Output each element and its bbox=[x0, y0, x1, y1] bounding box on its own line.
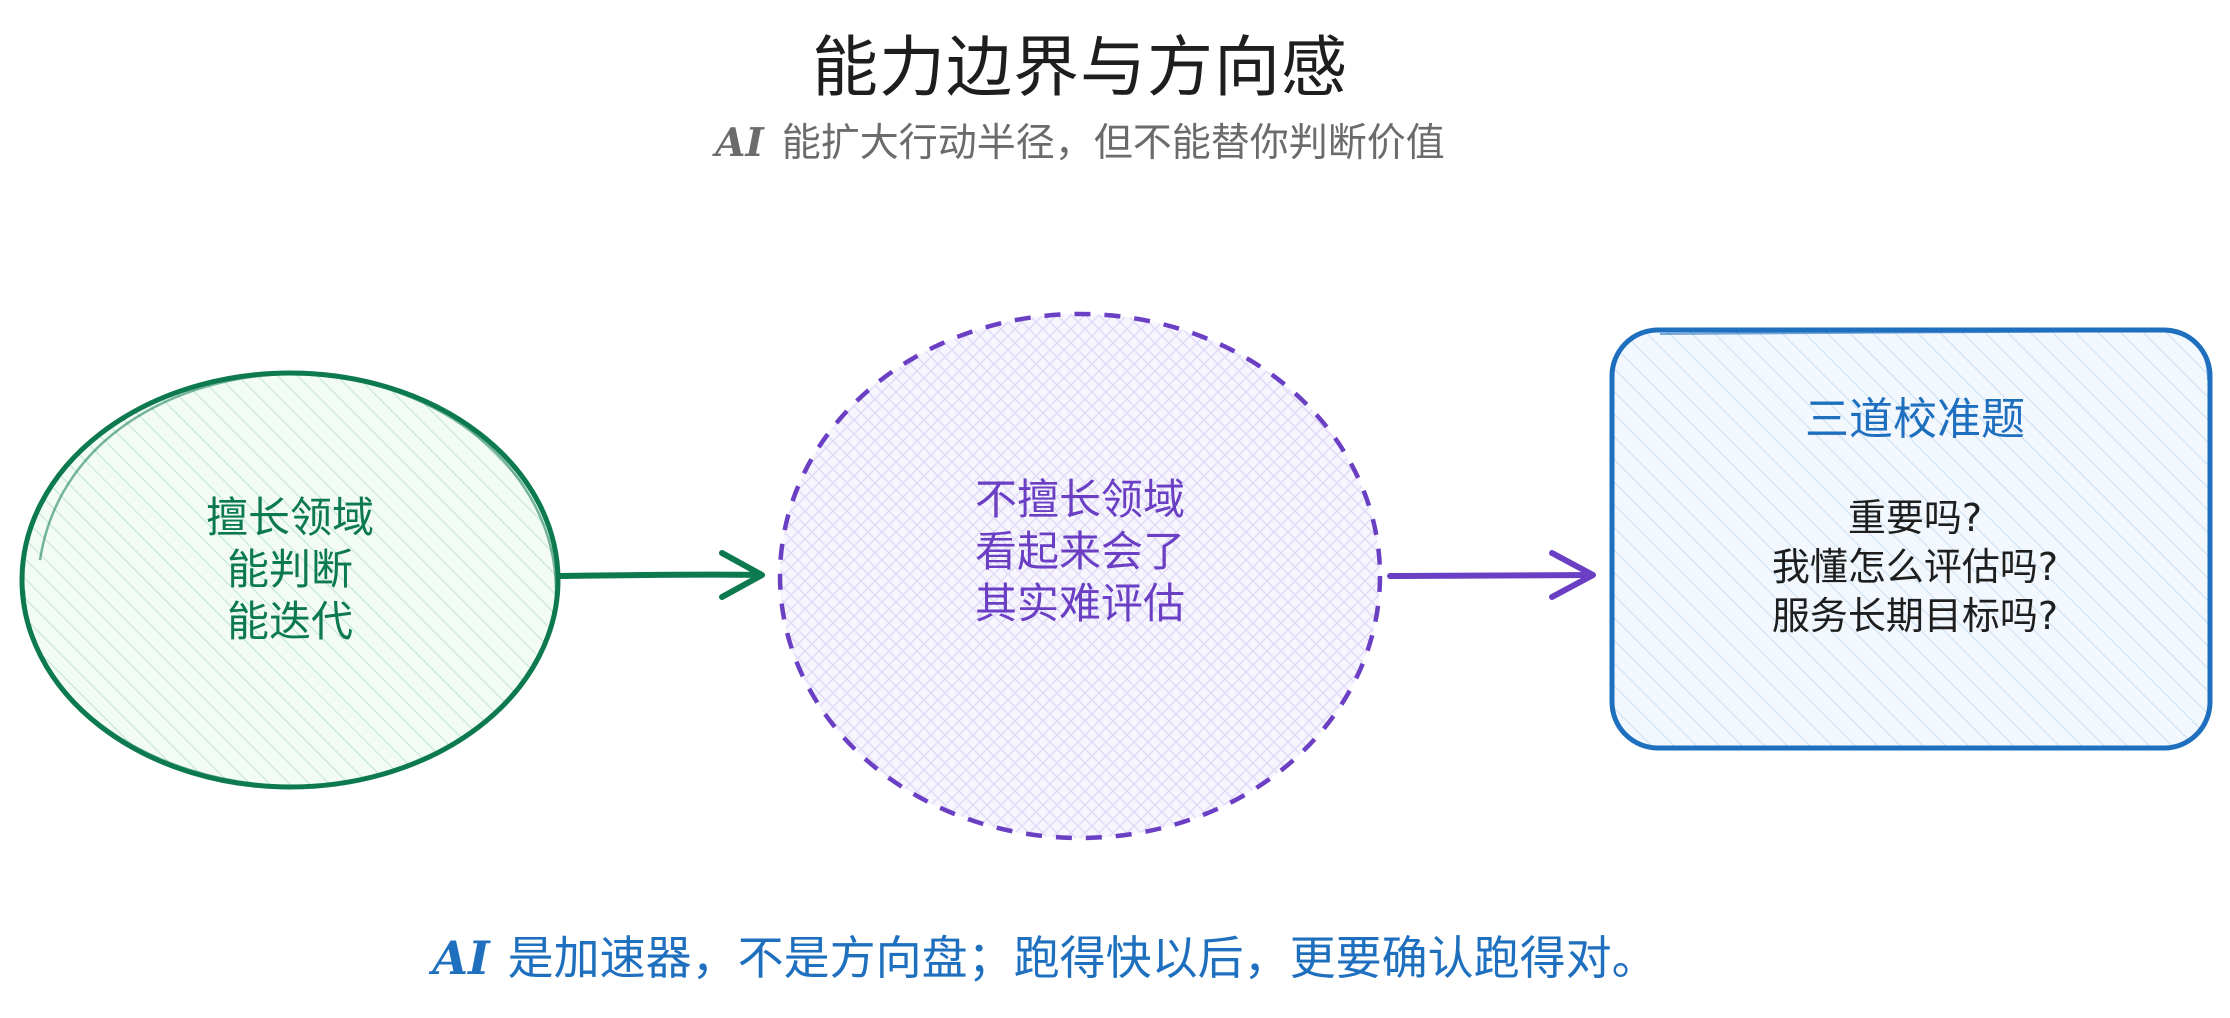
subtitle-ai-mark: AI bbox=[715, 120, 764, 166]
footer-ai-mark: AI bbox=[432, 931, 490, 985]
calibration-questions: 重要吗? 我懂怎么评估吗? 服务长期目标吗? bbox=[1615, 494, 2215, 641]
calibration-question: 我懂怎么评估吗? bbox=[1771, 545, 2059, 589]
subtitle: AI 能扩大行动半径，但不能替你判断价值 bbox=[0, 112, 2160, 168]
footer-caption: AI 是加速器，不是方向盘；跑得快以后，更要确认跑得对。 bbox=[0, 922, 2230, 988]
good-domain-line: 能迭代 bbox=[226, 597, 353, 646]
good-domain-line: 擅长领域 bbox=[205, 493, 374, 542]
calibration-title: 三道校准题 bbox=[1805, 394, 2025, 445]
arrow-good-to-weak bbox=[557, 550, 765, 600]
good-domain-label: 擅长领域 能判断 能迭代 bbox=[110, 492, 470, 648]
calibration-node bbox=[1609, 327, 2213, 751]
calibration-question: 重要吗? bbox=[1847, 496, 1983, 540]
weak-domain-line: 看起来会了 bbox=[974, 527, 1185, 576]
calibration-question: 服务长期目标吗? bbox=[1771, 594, 2059, 638]
weak-domain-node bbox=[777, 311, 1383, 841]
subtitle-text: 能扩大行动半径，但不能替你判断价值 bbox=[781, 121, 1445, 166]
good-domain-line: 能判断 bbox=[226, 545, 353, 594]
weak-domain-line: 其实难评估 bbox=[974, 579, 1185, 628]
weak-domain-line: 不擅长领域 bbox=[974, 475, 1185, 524]
page-title: 能力边界与方向感 bbox=[812, 29, 1348, 106]
weak-domain-label: 不擅长领域 看起来会了 其实难评估 bbox=[900, 474, 1260, 630]
arrow-weak-to-calibration bbox=[1387, 550, 1596, 600]
good-domain-node bbox=[19, 370, 561, 790]
footer-text: 是加速器，不是方向盘；跑得快以后，更要确认跑得对。 bbox=[507, 931, 1658, 985]
